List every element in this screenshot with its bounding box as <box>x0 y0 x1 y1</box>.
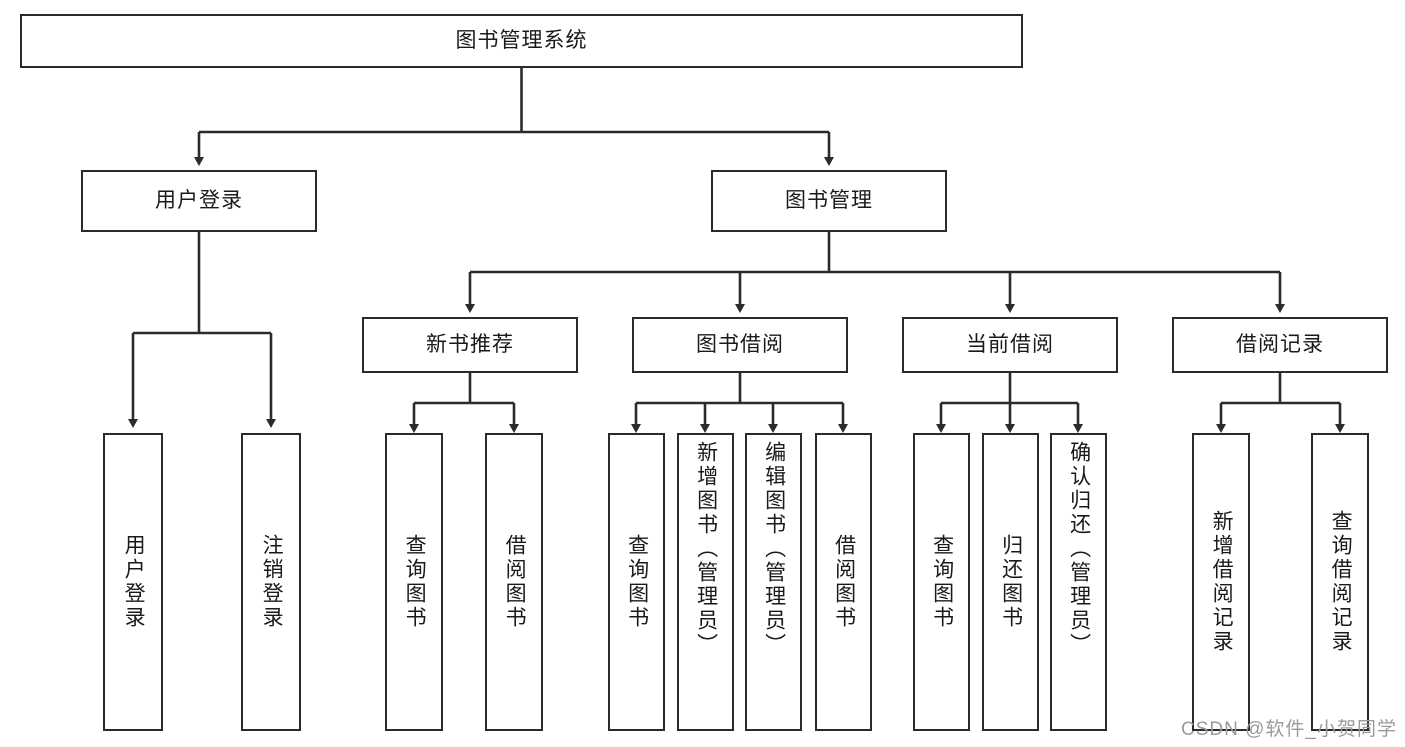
node-borrow-record[interactable]: 借阅记录 <box>1172 317 1388 373</box>
node-leaf-edit-book-label: 编辑图书（管理员） <box>762 441 786 657</box>
node-leaf-query-book-3-label: 查询图书 <box>930 534 954 630</box>
node-borrow-record-label: 借阅记录 <box>1236 333 1324 357</box>
node-root[interactable]: 图书管理系统 <box>20 14 1023 68</box>
node-leaf-edit-book[interactable]: 编辑图书（管理员） <box>745 433 802 731</box>
node-leaf-query-book-3[interactable]: 查询图书 <box>913 433 970 731</box>
node-new-book-recommend[interactable]: 新书推荐 <box>362 317 578 373</box>
node-leaf-return-book-label: 归还图书 <box>999 534 1023 630</box>
node-leaf-add-book[interactable]: 新增图书（管理员） <box>677 433 734 731</box>
node-leaf-query-book-1[interactable]: 查询图书 <box>385 433 443 731</box>
node-leaf-user-login-label: 用户登录 <box>122 534 146 630</box>
node-current-borrow[interactable]: 当前借阅 <box>902 317 1118 373</box>
node-current-borrow-label: 当前借阅 <box>966 333 1054 357</box>
node-leaf-return-book[interactable]: 归还图书 <box>982 433 1039 731</box>
node-new-book-recommend-label: 新书推荐 <box>426 333 514 357</box>
node-leaf-confirm-return[interactable]: 确认归还（管理员） <box>1050 433 1107 731</box>
node-leaf-user-login[interactable]: 用户登录 <box>103 433 163 731</box>
node-leaf-add-record[interactable]: 新增借阅记录 <box>1192 433 1250 731</box>
node-book-manage-label: 图书管理 <box>785 189 873 213</box>
node-leaf-query-record-label: 查询借阅记录 <box>1329 510 1353 654</box>
node-leaf-borrow-book-2-label: 借阅图书 <box>832 534 856 630</box>
node-leaf-add-record-label: 新增借阅记录 <box>1210 510 1234 654</box>
node-leaf-query-book-2-label: 查询图书 <box>625 534 649 630</box>
node-leaf-query-record[interactable]: 查询借阅记录 <box>1311 433 1369 731</box>
node-book-borrow[interactable]: 图书借阅 <box>632 317 848 373</box>
node-leaf-borrow-book-1-label: 借阅图书 <box>503 534 527 630</box>
node-book-borrow-label: 图书借阅 <box>696 333 784 357</box>
node-user-login[interactable]: 用户登录 <box>81 170 317 232</box>
node-root-label: 图书管理系统 <box>455 29 588 53</box>
node-leaf-query-book-1-label: 查询图书 <box>403 534 427 630</box>
node-leaf-user-logout[interactable]: 注销登录 <box>241 433 301 731</box>
node-leaf-borrow-book-1[interactable]: 借阅图书 <box>485 433 543 731</box>
node-book-manage[interactable]: 图书管理 <box>711 170 947 232</box>
node-leaf-user-logout-label: 注销登录 <box>260 534 284 630</box>
node-leaf-add-book-label: 新增图书（管理员） <box>694 441 718 657</box>
node-leaf-confirm-return-label: 确认归还（管理员） <box>1067 441 1091 657</box>
node-user-login-label: 用户登录 <box>155 189 243 213</box>
node-leaf-borrow-book-2[interactable]: 借阅图书 <box>815 433 872 731</box>
node-leaf-query-book-2[interactable]: 查询图书 <box>608 433 665 731</box>
